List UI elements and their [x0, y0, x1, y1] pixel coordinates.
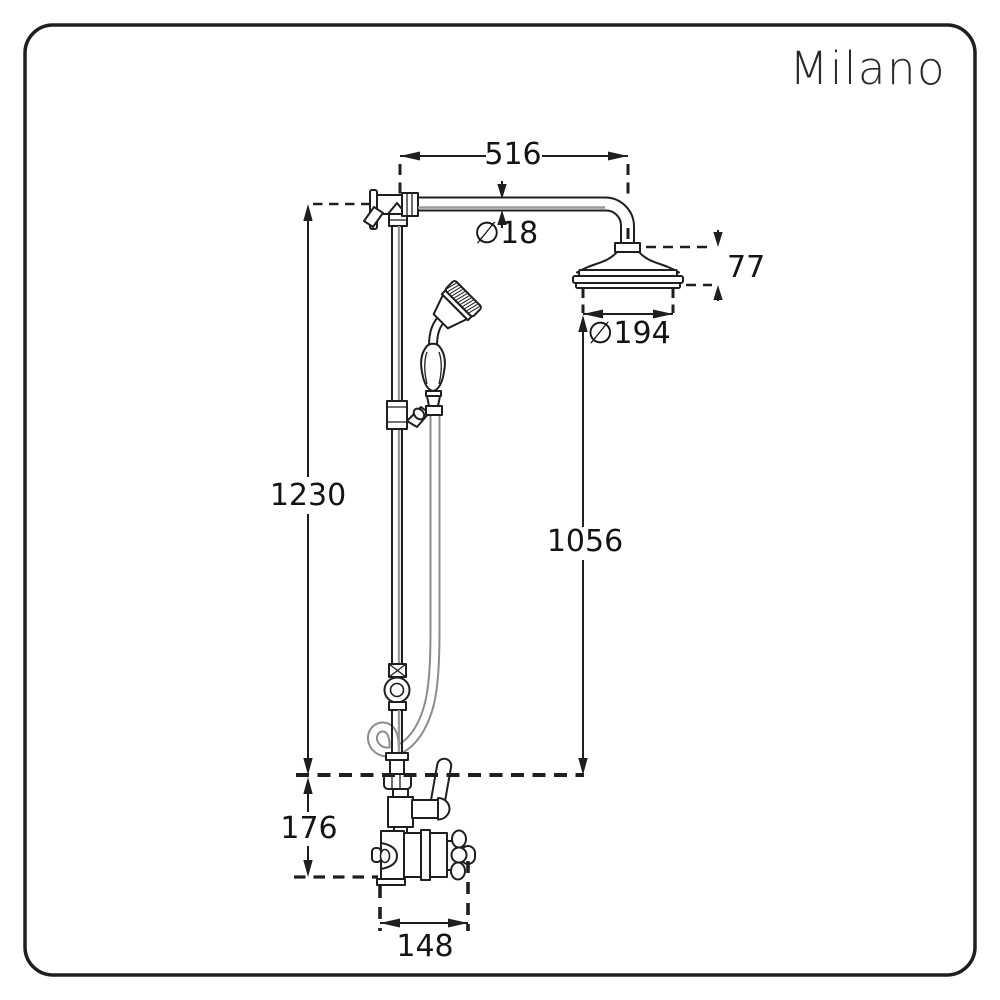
dim-total-height: 1230: [270, 202, 370, 775]
shower-hose: [366, 414, 441, 758]
bracket-knuckle: [412, 407, 426, 421]
foot-tube: [389, 759, 405, 775]
dim-516-label: 516: [484, 137, 541, 172]
riser-rail: [391, 226, 403, 664]
hose-retaining-ring-inner: [389, 682, 405, 698]
diverter-body: [387, 796, 414, 828]
handset-face-hatch: [445, 282, 480, 314]
handset-head: [432, 280, 482, 330]
head-collar: [614, 242, 641, 253]
foot-flange: [385, 752, 409, 761]
handle-detail: [424, 351, 428, 385]
shower-arm: [401, 192, 635, 243]
brand-logo: Milano: [790, 42, 946, 95]
head-rim-band-3: [575, 282, 681, 289]
dim-194-label: ∅194: [587, 316, 670, 351]
arm-inner-line: [418, 209, 622, 243]
swivel-nut-detail: [388, 663, 407, 678]
rail-bottom-fittings: [383, 663, 412, 790]
dim-valve-width: 148: [378, 861, 470, 964]
dim-arm-projection: 516: [398, 137, 630, 246]
hand-shower: [420, 280, 482, 416]
dim-pipe-diameter: ∅18: [474, 181, 538, 251]
outlet-dome-inner: [379, 848, 391, 864]
dim-18-label: ∅18: [474, 216, 538, 251]
hose-nut: [425, 405, 443, 416]
diverter-cap: [437, 797, 451, 821]
angled-union: [363, 206, 384, 228]
arm-nut: [401, 192, 419, 217]
valve-foot: [376, 878, 406, 886]
dim-valve-drop: 176: [280, 777, 378, 879]
dim-148-label: 148: [396, 929, 453, 964]
fixed-shower-head: [572, 242, 684, 289]
cross-lobe-bottom: [450, 861, 466, 881]
cross-lobe-top: [451, 829, 467, 849]
valve-body-left: [403, 832, 422, 878]
valve-body-ring: [420, 829, 431, 881]
handle-cone: [426, 395, 441, 407]
thermostatic-valve: [371, 757, 476, 886]
page-border: [23, 23, 977, 977]
dim-1056-label: 1056: [547, 524, 623, 559]
dim-head-diameter: ∅194: [581, 289, 675, 351]
diverter-outlet: [411, 799, 439, 819]
head-bell: [576, 251, 680, 274]
dim-1230-label: 1230: [270, 478, 346, 513]
ring-lower-nut: [388, 701, 407, 711]
head-rim-band-2: [572, 275, 684, 284]
valve-body-right: [429, 832, 448, 878]
bracket-sleeve: [386, 400, 408, 430]
outlet-tab: [371, 847, 382, 863]
hand-shower-bracket: [386, 400, 430, 430]
hose-core: [368, 414, 439, 756]
handle-detail: [438, 351, 442, 385]
dim-176-label: 176: [280, 811, 337, 846]
cross-head-handle: [450, 829, 476, 881]
dim-head-to-valve: 1056: [547, 315, 623, 775]
dim-head-height: 77: [646, 230, 765, 301]
dim-77-label: 77: [727, 250, 765, 285]
cross-hub: [450, 846, 468, 864]
arm-outer-line: [418, 196, 635, 243]
handset-handle: [420, 342, 446, 392]
